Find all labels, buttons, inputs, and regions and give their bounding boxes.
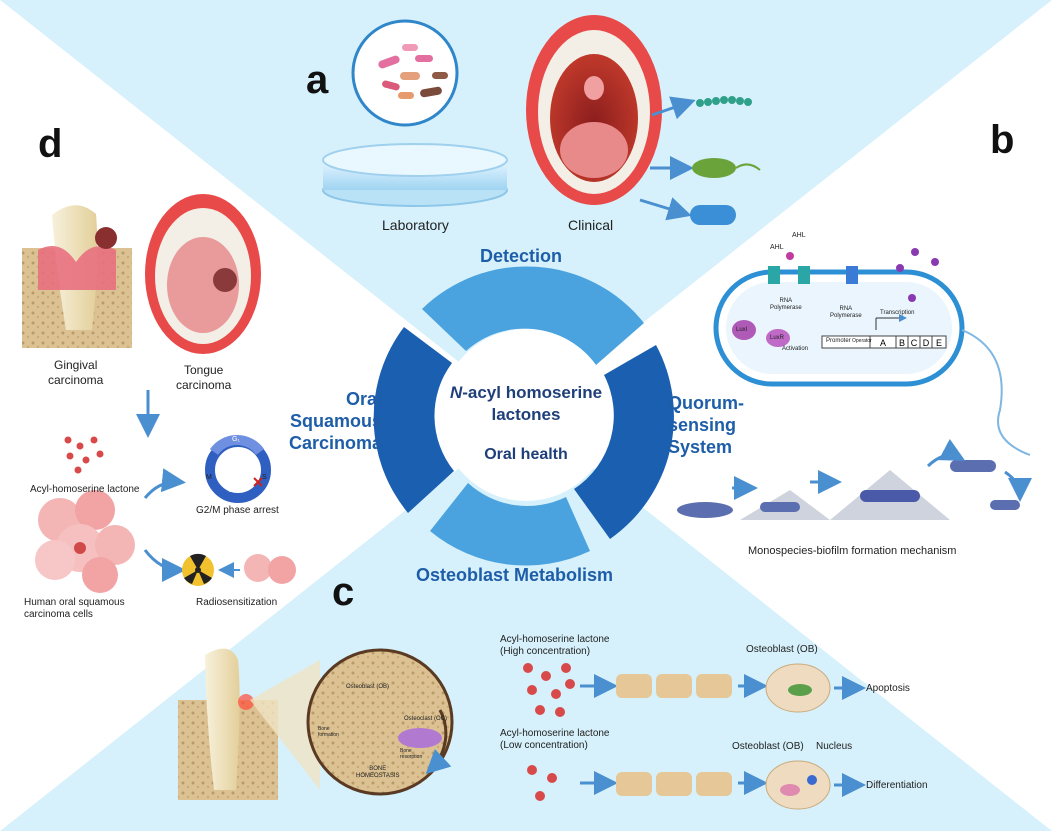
center-subtitle: Oral health	[484, 446, 568, 463]
section-detection: Detection	[480, 246, 563, 266]
section-osteoblast-metabolism: Osteoblast Metabolism	[416, 565, 614, 585]
label-promoter: Promoter	[826, 338, 851, 344]
gene-label: D	[923, 338, 930, 348]
label-operator: Operator	[852, 338, 872, 344]
biofilm-stages-icon	[677, 438, 1032, 520]
rod-bacterium-icon	[690, 205, 736, 225]
label-nucleus: Nucleus	[816, 741, 853, 752]
flagellated-bacterium-icon	[692, 158, 761, 178]
panel-label-c: c	[332, 570, 355, 614]
panel-label-a: a	[306, 58, 329, 102]
gene-label: B	[899, 338, 905, 348]
ahl-high-dots-icon	[523, 663, 575, 717]
cell-cycle-ring-icon	[205, 435, 271, 503]
label-inset-osteoblast: Osteoblast (OB)	[346, 684, 390, 690]
label-cycle-g1: G₁	[232, 436, 240, 443]
label-osteoblast-bottom: Osteoblast (OB)	[732, 741, 804, 752]
gene-label: E	[936, 338, 942, 348]
panel-b-artwork	[677, 248, 1032, 520]
panel-c-artwork	[178, 648, 866, 810]
label-cycle-m: M	[206, 474, 212, 481]
label-cycle-s: S	[262, 474, 267, 481]
streptococcus-chain-icon	[696, 96, 752, 107]
ahl-low-dots-icon	[527, 765, 557, 801]
center-title-italic: N	[449, 383, 463, 402]
label-differentiation: Differentiation	[866, 780, 928, 791]
radiation-icon	[182, 553, 214, 586]
receptor-proteins-icon	[768, 266, 858, 284]
bacteria-cluster-icon	[378, 44, 448, 99]
label-biofilm-caption: Monospecies-biofilm formation mechanism	[748, 545, 957, 557]
center-title: N-acyl homoserine lactones	[436, 382, 616, 426]
petri-dish-icon	[322, 143, 508, 207]
carcinoma-cells-icon	[35, 490, 135, 593]
section-quorum-sensing: Quorum- sensing System	[668, 393, 744, 457]
label-cycle-g2: G₂	[228, 487, 237, 494]
label-clinical: Clinical	[568, 217, 614, 233]
center-title-rest: -acyl homoserine	[462, 383, 603, 402]
label-apoptosis: Apoptosis	[866, 683, 910, 694]
label-luxi: LuxI	[736, 327, 748, 333]
label-ahl-2: AHL	[792, 232, 806, 239]
ahl-molecules-icon	[786, 248, 939, 302]
label-laboratory: Laboratory	[382, 217, 449, 233]
label-radiosensitization: Radiosensitization	[196, 597, 278, 608]
label-g2m-arrest: G2/M phase arrest	[196, 505, 279, 516]
gene-label: C	[911, 338, 918, 348]
open-mouth-icon	[526, 15, 662, 205]
section-oral-squamous-carcinoma: Oral Squamous Carcinoma	[288, 389, 382, 453]
label-osteoblast-top: Osteoblast (OB)	[746, 644, 818, 655]
panel-label-b: b	[990, 118, 1015, 162]
panel-label-d: d	[38, 122, 63, 166]
center-title-line2: lactones	[491, 405, 561, 424]
label-ahl-1: AHL	[770, 244, 784, 251]
label-activation: Activation	[782, 346, 809, 352]
label-inset-osteoclast: Osteoclast (OC)	[404, 716, 448, 722]
panel-a-artwork	[322, 15, 761, 225]
ahl-dots-icon	[64, 436, 104, 474]
osteoblast-cells-icon	[616, 663, 831, 810]
label-ahl-high: Acyl-homoserine lactone(High concentrati…	[500, 634, 610, 657]
label-ahl-low: Acyl-homoserine lactone(Low concentratio…	[500, 728, 610, 751]
gene-label: A	[880, 338, 886, 348]
panel-d-artwork	[22, 194, 296, 593]
label-acyl-homoserine-lactone: Acyl-homoserine lactone	[30, 484, 140, 495]
label-luxr: LuxR	[770, 335, 785, 341]
label-transcription: Transcription	[880, 310, 915, 316]
central-cycle-ring	[373, 266, 674, 566]
